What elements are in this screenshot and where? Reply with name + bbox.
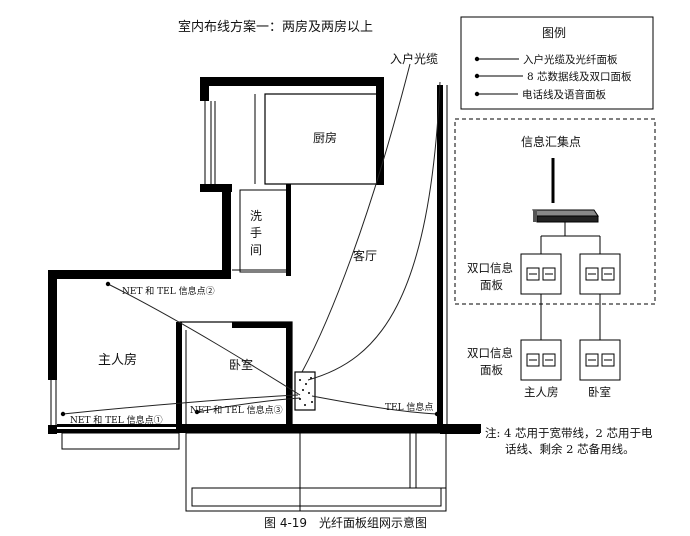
net-tel-1-label: NET 和 TEL 信息点① bbox=[70, 414, 163, 426]
figure-caption: 图 4-19 光纤面板组网示意图 bbox=[264, 515, 427, 530]
topology-bedroom-label: 卧室 bbox=[588, 385, 611, 399]
wall-living-right bbox=[437, 85, 443, 430]
legend-item-fiber-label: 入户光缆及光纤面板 bbox=[523, 53, 618, 66]
net-tel-3-label: NET 和 TEL 信息点③ bbox=[190, 404, 283, 416]
bath-label-1: 洗 bbox=[250, 209, 262, 223]
fiber-cable-line bbox=[307, 81, 441, 381]
master-label: 主人房 bbox=[98, 352, 137, 368]
dual-panel-bottom-right bbox=[579, 339, 621, 381]
net-tel-2-dot bbox=[105, 281, 111, 287]
legend-item-data-label: 8 芯数据线及双口面板 bbox=[527, 70, 632, 83]
fiber-entry-line bbox=[301, 63, 411, 373]
bath-room bbox=[239, 189, 289, 273]
topology-master-label: 主人房 bbox=[524, 385, 559, 399]
dual-panel-label-1b: 面板 bbox=[480, 278, 503, 292]
living-label: 客厅 bbox=[353, 248, 377, 263]
wiring bbox=[62, 63, 441, 415]
net-tel-1-line bbox=[62, 394, 299, 415]
legend-item-data: 8 芯数据线及双口面板 bbox=[474, 70, 632, 83]
wall-bottom bbox=[57, 424, 481, 433]
wall-master-top bbox=[48, 270, 231, 279]
wall-kitchen-left-upper bbox=[200, 77, 209, 101]
dual-panel-label-2a: 双口信息 bbox=[467, 346, 513, 360]
legend-item-fiber: 入户光缆及光纤面板 bbox=[474, 53, 618, 66]
legend-item-phone: 电话线及语音面板 bbox=[474, 88, 606, 101]
dual-panel-label-2b: 面板 bbox=[480, 363, 503, 377]
legend: 图例 入户光缆及光纤面板 8 芯数据线及双口面板 电话线及语音面板 bbox=[460, 16, 654, 110]
net-tel-3-dot bbox=[194, 409, 200, 415]
net-tel-2-line bbox=[107, 283, 301, 396]
wall-top-left bbox=[200, 77, 382, 86]
hub-label: 信息汇集点 bbox=[521, 134, 581, 149]
net-tel-2-label: NET 和 TEL 信息点② bbox=[122, 285, 215, 297]
note-line-1: 注: 4 芯用于宽带线，2 芯用于电 bbox=[485, 426, 653, 440]
diagram-title: 室内布线方案一：两房及两房以上 bbox=[178, 19, 373, 35]
fiber-in-label: 入户光缆 bbox=[390, 51, 438, 66]
dual-panel-label-1a: 双口信息 bbox=[467, 261, 513, 275]
bedroom-label: 卧室 bbox=[229, 357, 253, 372]
tel-line bbox=[311, 395, 438, 415]
bath-label-2: 手 bbox=[250, 226, 262, 240]
tel-dot bbox=[434, 411, 440, 417]
wall-bath-left bbox=[222, 184, 231, 270]
net-tel-1-dot bbox=[60, 411, 66, 417]
legend-item-phone-label: 电话线及语音面板 bbox=[522, 88, 606, 101]
wall-master-left bbox=[48, 270, 57, 380]
dual-panel-top-left bbox=[520, 253, 562, 295]
network-topology: 信息汇集点 bbox=[454, 118, 656, 399]
hub-dashed-box bbox=[454, 118, 656, 305]
tel-point-label: TEL 信息点 bbox=[385, 401, 433, 413]
balcony-master bbox=[61, 432, 180, 450]
bath-label-3: 间 bbox=[250, 243, 262, 257]
dual-panel-top-right bbox=[579, 253, 621, 295]
info-hub-box bbox=[294, 371, 316, 411]
kitchen-label: 厨房 bbox=[313, 130, 337, 145]
net-tel-3-line bbox=[196, 397, 301, 413]
dual-panel-bottom-left bbox=[520, 339, 562, 381]
note-line-2: 话线、剩余 2 芯备用线。 bbox=[505, 442, 635, 456]
router-icon bbox=[532, 158, 599, 223]
info-points bbox=[60, 281, 440, 417]
legend-title: 图例 bbox=[542, 26, 566, 40]
balcony-bottom bbox=[185, 432, 447, 512]
floor-plan bbox=[48, 77, 481, 512]
